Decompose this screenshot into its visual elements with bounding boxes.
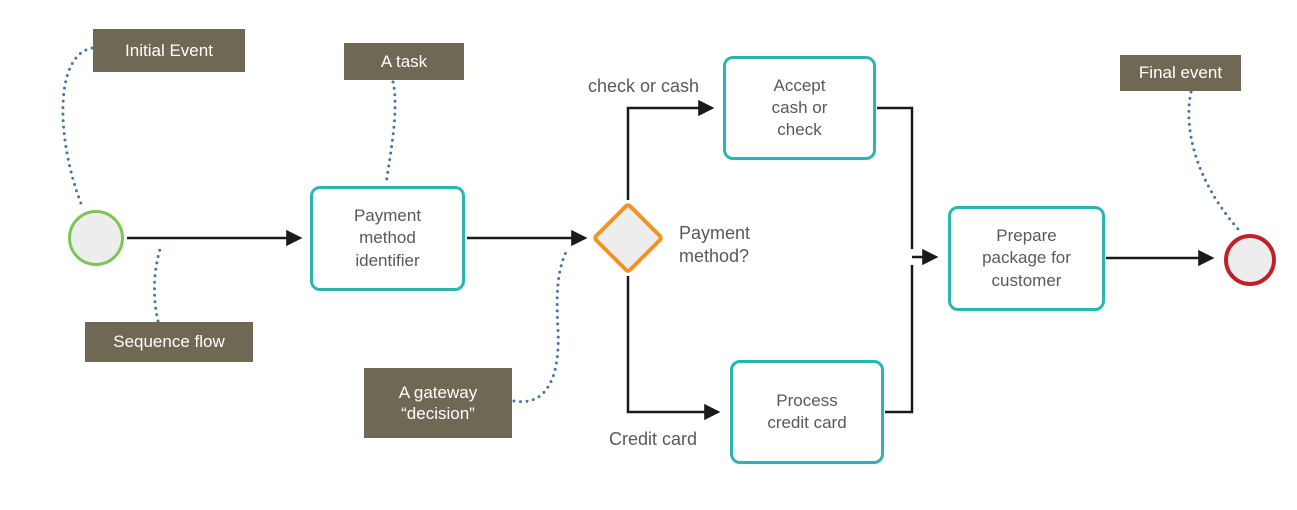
sequence-flow-annotation-label: Sequence flow — [113, 332, 225, 352]
end-event-node — [1224, 234, 1276, 286]
task-process-credit-card: Process credit card — [730, 360, 884, 464]
edge-label-check-or-cash: check or cash — [588, 76, 700, 96]
initial-event-annotation-label: Initial Event — [125, 40, 213, 60]
sequence-flow-annotation: Sequence flow — [85, 322, 253, 362]
task-accept-cash-or-check: Accept cash or check — [723, 56, 876, 160]
gateway-annotation-label: A gateway “decision” — [398, 382, 478, 423]
edge-label-payment-method-question: Payment method? — [679, 223, 751, 267]
task-prepare-package: Prepare package for customer — [948, 206, 1105, 311]
task-process-credit-card-label: Process credit card — [767, 390, 847, 432]
task-prepare-package-label: Prepare package for customer — [982, 226, 1071, 290]
gateway-annotation: A gateway “decision” — [364, 368, 512, 438]
initial-event-annotation: Initial Event — [93, 29, 245, 72]
task-payment-method-identifier: Payment method identifier — [310, 186, 465, 291]
start-event-node — [68, 210, 124, 266]
task-payment-method-identifier-label: Payment method identifier — [353, 206, 422, 270]
final-event-annotation: Final event — [1120, 55, 1241, 91]
gateway-node — [591, 201, 665, 275]
a-task-annotation-label: A task — [380, 51, 428, 71]
a-task-annotation: A task — [344, 43, 464, 80]
final-event-annotation-label: Final event — [1138, 63, 1223, 83]
task-accept-cash-or-check-label: Accept cash or check — [771, 75, 828, 140]
edge-label-credit-card: Credit card — [609, 429, 698, 449]
